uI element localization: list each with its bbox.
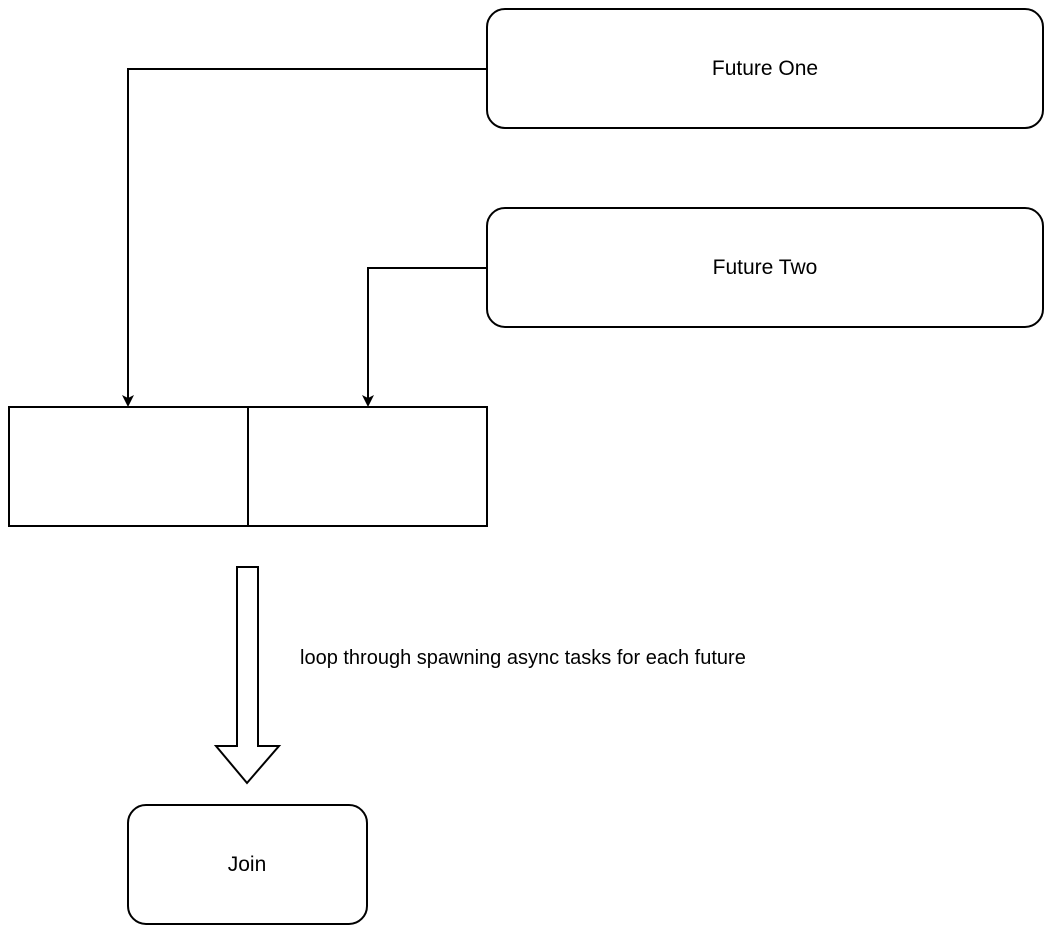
node-join-label: Join — [228, 853, 267, 876]
node-future-two[interactable]: Future Two — [486, 207, 1044, 328]
connector-future-one — [122, 68, 487, 407]
loop-edge-label: loop through spawning async tasks for ea… — [300, 647, 746, 669]
node-future-one-label: Future One — [712, 57, 818, 80]
node-future-one[interactable]: Future One — [486, 8, 1044, 129]
connector-future-two — [362, 267, 487, 407]
node-future-two-label: Future Two — [713, 256, 818, 279]
node-join[interactable]: Join — [127, 804, 368, 925]
task-container[interactable] — [8, 406, 488, 527]
node-join-box — [127, 804, 368, 925]
block-arrow-down — [213, 566, 282, 785]
